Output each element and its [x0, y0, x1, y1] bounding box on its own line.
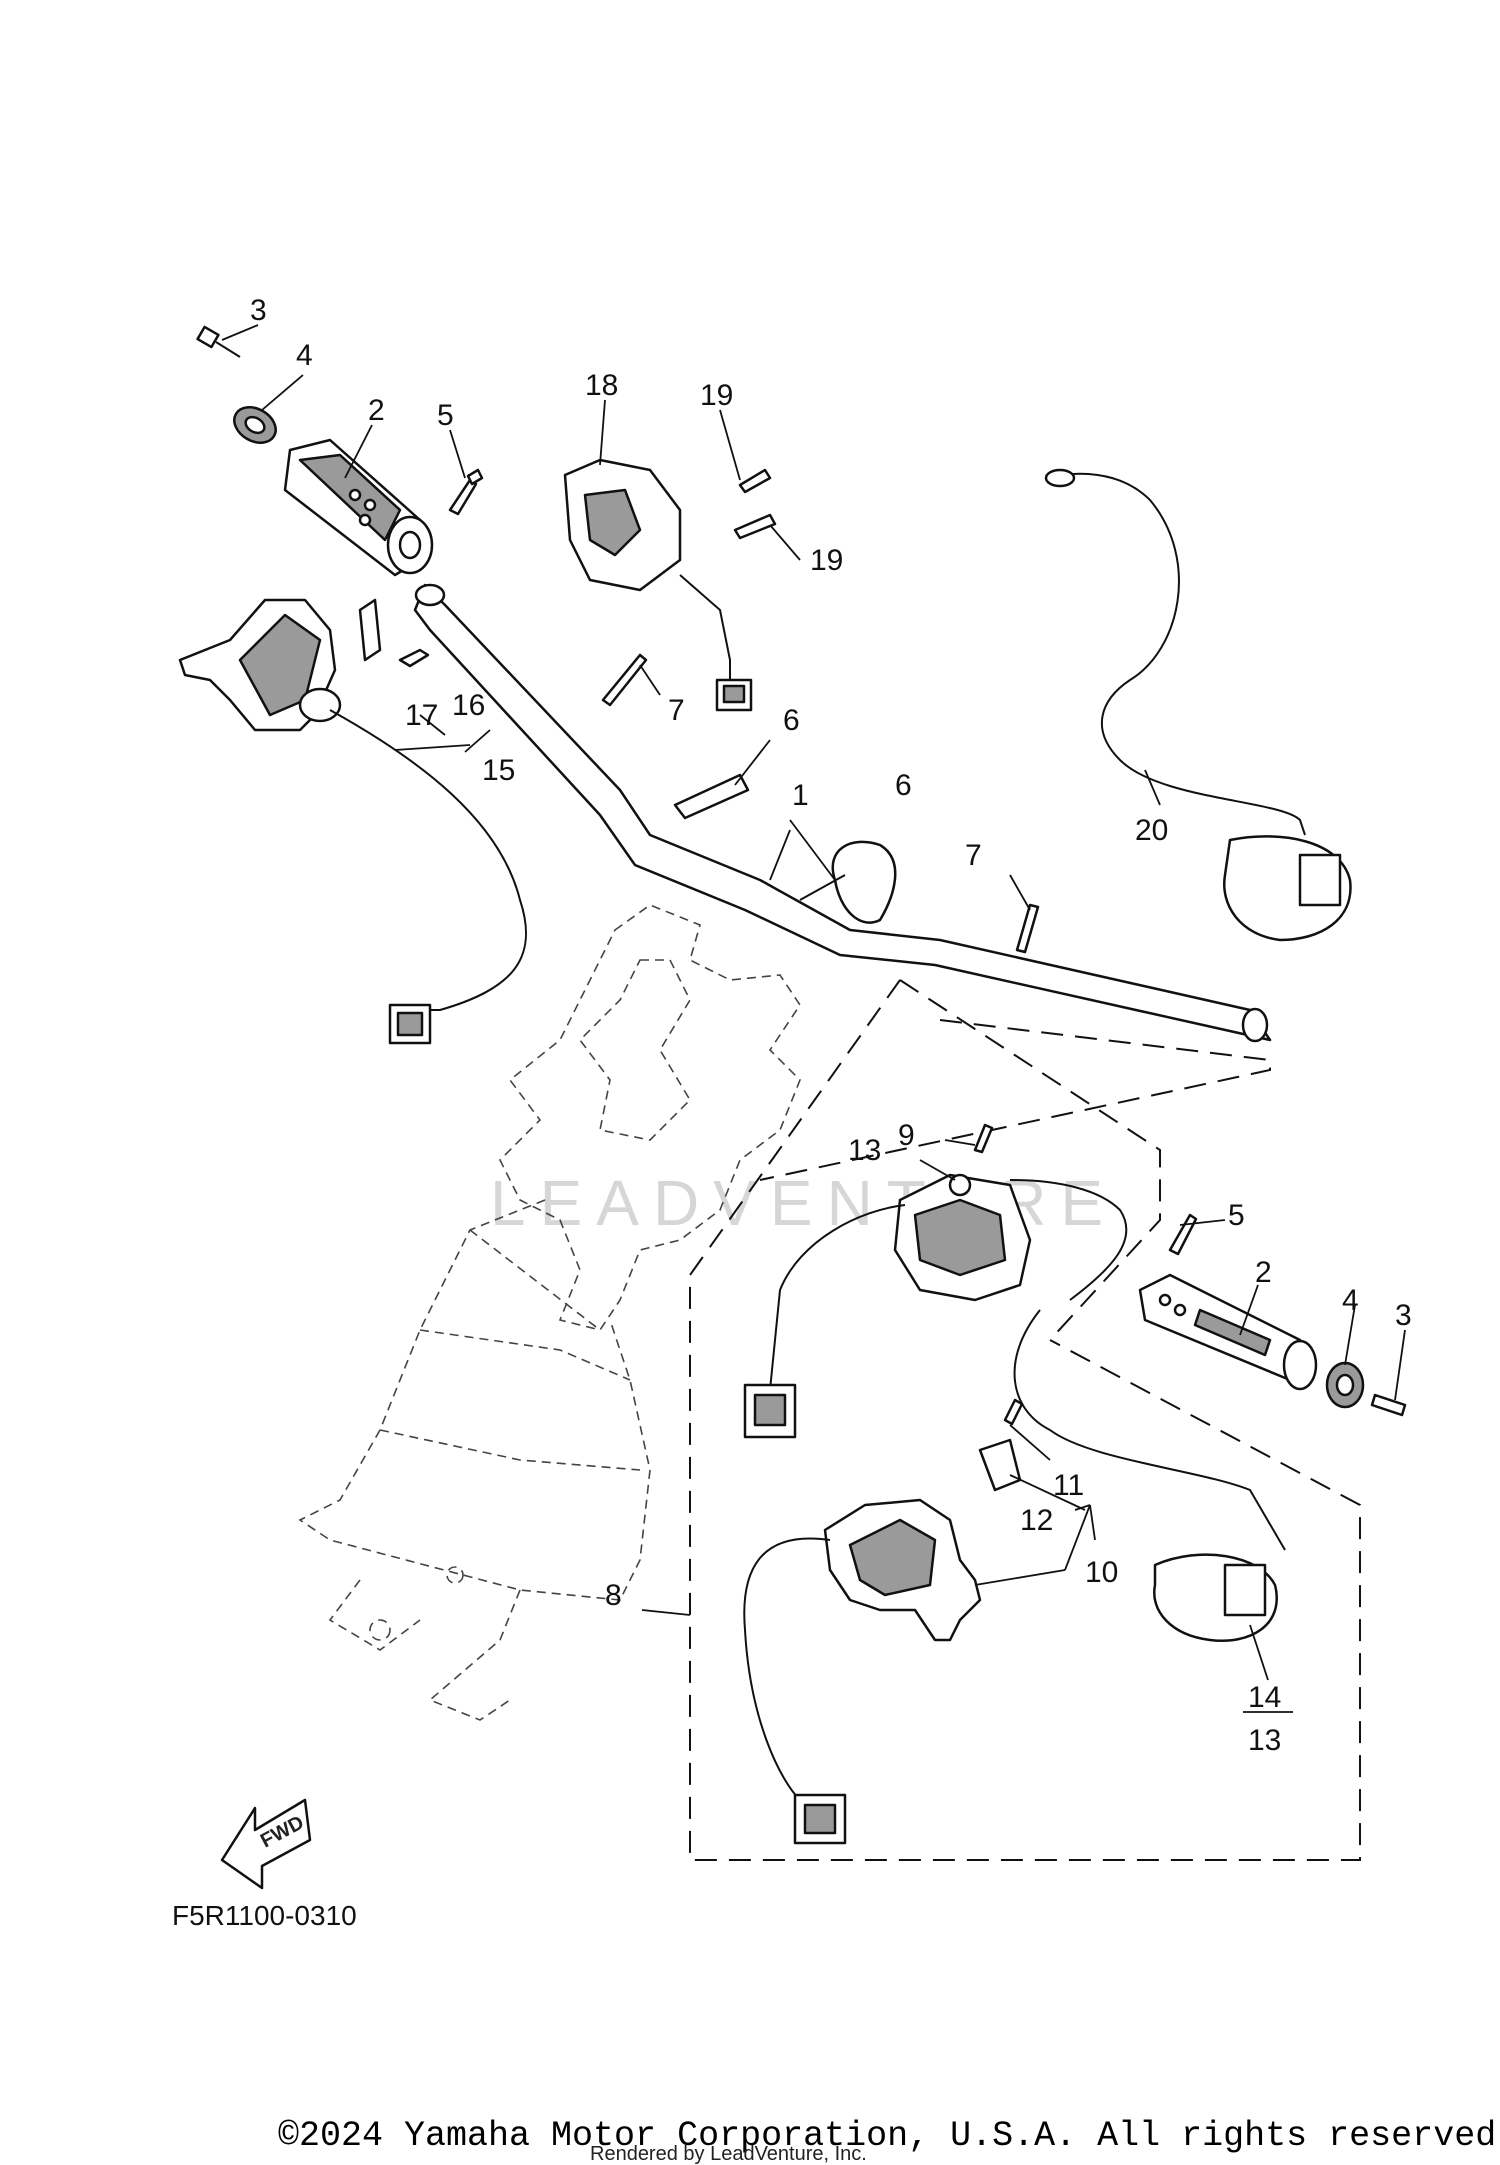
callout-12: 12: [1020, 1504, 1053, 1537]
callout-20: 20: [1135, 814, 1168, 847]
callout-10: 10: [1085, 1556, 1118, 1589]
callout-4-left: 4: [296, 339, 313, 372]
callout-3-right: 3: [1395, 1299, 1412, 1332]
leader-lines: [221, 324, 1406, 1713]
left-switch-assembly: [178, 598, 528, 1045]
lanyard-bottom: [1013, 1309, 1286, 1642]
callout-4-right: 4: [1342, 1284, 1359, 1317]
callout-2-left: 2: [368, 394, 385, 427]
left-grip-assembly: [196, 325, 484, 577]
fwd-arrow-icon: FWD: [220, 1798, 312, 1890]
rendered-by-credit: Rendered by LeadVenture, Inc.: [590, 2143, 867, 2165]
callout-1: 1: [792, 779, 809, 812]
callout-17: 17: [405, 699, 438, 732]
clamp-parts: [601, 653, 1040, 954]
callout-14: 14: [1248, 1681, 1281, 1714]
callout-13-housing: 13: [848, 1134, 881, 1167]
callout-13-lanyard: 13: [1248, 1724, 1281, 1757]
callout-19-top: 19: [700, 379, 733, 412]
callout-2-right: 2: [1255, 1256, 1272, 1289]
callout-9: 9: [898, 1119, 915, 1152]
lanyard-top: [1044, 468, 1352, 942]
callout-15: 15: [482, 754, 515, 787]
callout-labels: 3 4 2 5 18 19 19 7 17 16 15 6 1 6 7 20 9…: [250, 294, 1412, 1757]
callout-6-upper: 6: [783, 704, 800, 737]
callout-11: 11: [1053, 1469, 1084, 1502]
callout-7-center: 7: [668, 694, 685, 727]
drawing-code: F5R1100-0310: [172, 1900, 357, 1931]
callout-7-right: 7: [965, 839, 982, 872]
callout-3-left: 3: [250, 294, 267, 327]
callout-5-right: 5: [1228, 1199, 1245, 1232]
copyright-notice: ©2024 Yamaha Motor Corporation, U.S.A. A…: [278, 2116, 1500, 2156]
handlebar: [413, 583, 1272, 1043]
callout-8: 8: [605, 1579, 622, 1612]
center-bracket: [563, 458, 777, 712]
callout-19-bottom: 19: [810, 544, 843, 577]
right-switch-frame: [689, 979, 1361, 1861]
right-grip-assembly: [1138, 1213, 1407, 1417]
right-switch-housing: [743, 1123, 1128, 1439]
steering-column-outline: [298, 904, 801, 1721]
callout-18: 18: [585, 369, 618, 402]
callout-5-left: 5: [437, 399, 454, 432]
callout-6-lower: 6: [895, 769, 912, 802]
throttle-lever-assembly: [743, 1398, 1024, 1845]
callout-16: 16: [452, 689, 485, 722]
